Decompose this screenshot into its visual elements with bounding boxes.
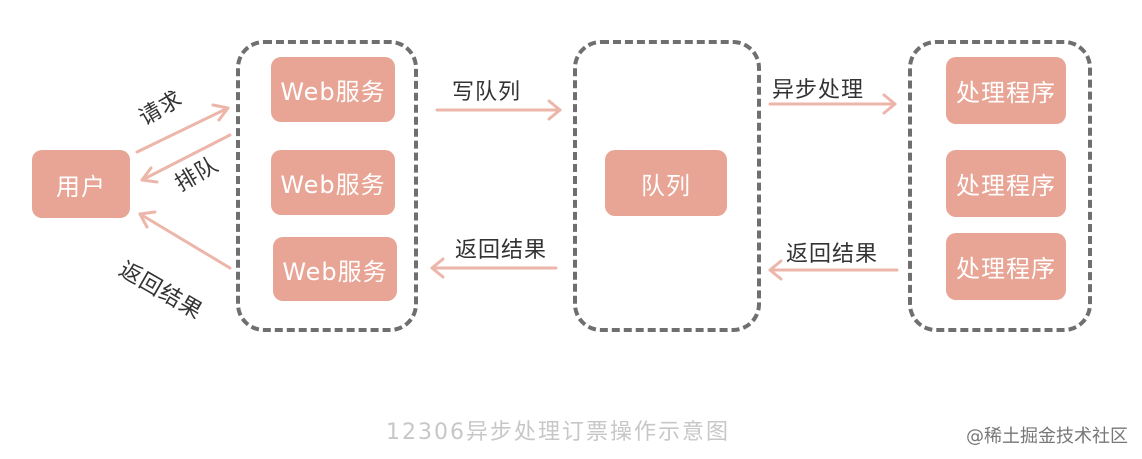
diagram-caption: 12306异步处理订票操作示意图 (386, 420, 730, 445)
return-to-user-arrow (138, 212, 232, 270)
return-to-queue-arrow-head (768, 259, 783, 281)
web-service-node-1: Web服务 (271, 57, 395, 122)
write-queue-label: 写队列 (452, 80, 522, 105)
queued-arrow (140, 133, 232, 182)
request-arrow (135, 106, 230, 154)
queue-node: 队列 (605, 150, 727, 216)
web-service-node-3: Web服务 (273, 237, 397, 301)
return-to-web-label: 返回结果 (455, 238, 548, 263)
queue-group (573, 40, 761, 332)
async-process-label: 异步处理 (772, 78, 865, 103)
handler-node-3: 处理程序 (946, 233, 1066, 300)
write-queue-arrow-head (547, 99, 562, 121)
user-node: 用户 (32, 150, 130, 218)
web-service-group (236, 40, 418, 332)
queued-arrow-head (140, 166, 159, 184)
return-to-web-arrow-head (430, 257, 445, 279)
web-service-node-2: Web服务 (271, 150, 395, 215)
handler-group (908, 40, 1092, 332)
return-to-queue-label: 返回结果 (786, 242, 879, 267)
handler-node-1: 处理程序 (946, 57, 1066, 124)
request-arrow-head (211, 103, 230, 122)
return-to-user-arrow-head (138, 210, 157, 229)
watermark: @稀土掘金技术社区 (966, 426, 1128, 447)
handler-node-2: 处理程序 (946, 150, 1066, 217)
async-process-arrow-head (882, 93, 897, 115)
